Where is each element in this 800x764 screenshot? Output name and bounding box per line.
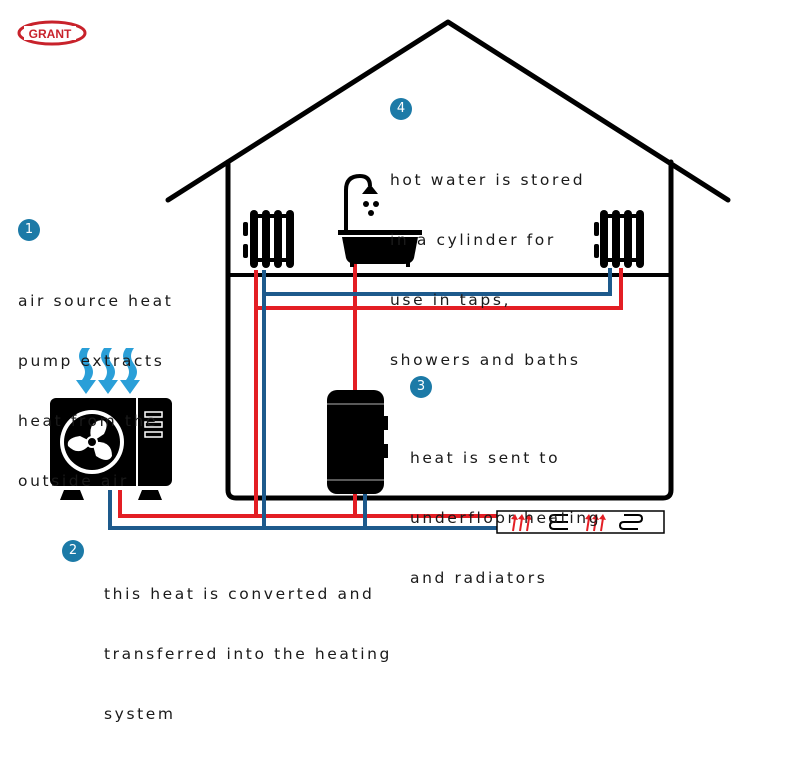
pipes bbox=[108, 262, 623, 530]
step-line: and radiators bbox=[410, 569, 548, 587]
radiator-right-icon bbox=[594, 210, 644, 268]
cold-pipe-upper bbox=[264, 268, 612, 296]
radiator-left-icon bbox=[243, 210, 294, 268]
hot-pipe-upper bbox=[256, 268, 623, 310]
fan-icon bbox=[60, 410, 124, 474]
cold-pipe-main bbox=[108, 490, 497, 530]
step-text: hot water is stored in a cylinder for us… bbox=[390, 130, 585, 410]
heat-pump-diagram: GRANT bbox=[17, 19, 731, 534]
step-4: 4 hot water is stored in a cylinder for … bbox=[390, 98, 585, 410]
bath-shower-icon bbox=[338, 173, 422, 267]
underfloor-heating-icon bbox=[496, 510, 665, 534]
house-outline bbox=[165, 19, 731, 501]
step-line: heat is sent to bbox=[410, 449, 561, 467]
step-badge: 2 bbox=[62, 540, 84, 562]
step-line: in a cylinder for bbox=[390, 231, 556, 249]
step-line: outside air bbox=[18, 472, 129, 490]
step-text: air source heat pump extracts heat from … bbox=[18, 251, 173, 531]
step-line: pump extracts bbox=[18, 352, 165, 370]
step-line: system bbox=[104, 705, 176, 723]
step-line: air source heat bbox=[18, 292, 174, 310]
step-line: heat from the bbox=[18, 412, 159, 430]
air-source-heat-pump-icon bbox=[50, 348, 172, 500]
step-line: underfloor heating bbox=[410, 509, 602, 527]
step-text: heat is sent to underfloor heating and r… bbox=[410, 408, 601, 628]
step-line: hot water is stored bbox=[390, 171, 586, 189]
air-flow-arrows-icon bbox=[76, 348, 140, 394]
grant-logo: GRANT bbox=[17, 20, 87, 46]
step-badge: 3 bbox=[410, 376, 432, 398]
step-badge: 1 bbox=[18, 219, 40, 241]
step-line: use in taps, bbox=[390, 291, 512, 309]
step-1: 1 air source heat pump extracts heat fro… bbox=[18, 219, 173, 531]
step-line: showers and baths bbox=[390, 351, 581, 369]
step-line: transferred into the heating bbox=[104, 645, 392, 663]
step-3: 3 heat is sent to underfloor heating and… bbox=[410, 376, 601, 628]
hot-water-cylinder-icon bbox=[327, 390, 388, 494]
step-line: this heat is converted and bbox=[104, 585, 375, 603]
logo-text: GRANT bbox=[29, 27, 72, 41]
hot-pipe-main bbox=[118, 490, 497, 518]
step-text: this heat is converted and transferred i… bbox=[104, 544, 392, 764]
step-badge: 4 bbox=[390, 98, 412, 120]
